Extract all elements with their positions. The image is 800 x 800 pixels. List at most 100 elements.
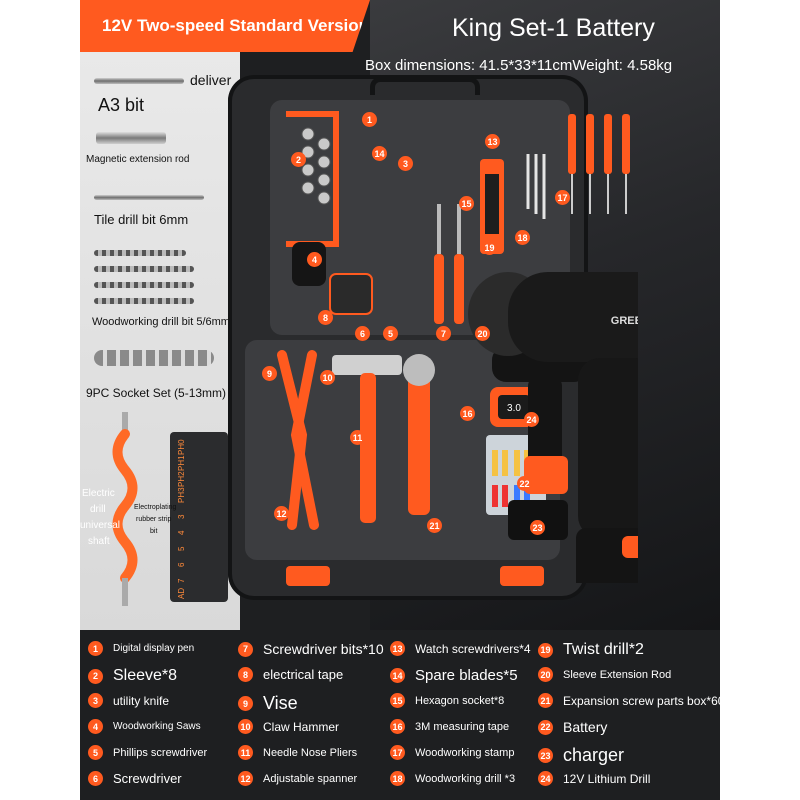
bit-strip-label: PH3 (177, 487, 186, 503)
legend-number: 6 (88, 771, 103, 786)
tile-bit-label: Tile drill bit 6mm (94, 212, 189, 227)
drill-brand-label: GREENER (611, 315, 638, 327)
legend-label: Screwdriver bits*10 (263, 641, 384, 657)
callout-17: 17 (555, 190, 570, 205)
case-latch-right (500, 566, 544, 586)
bit-strip-label: 7 (177, 578, 186, 583)
bit-strip-label: PH1 (177, 455, 186, 471)
rubber-label-3: bit (150, 528, 158, 535)
legend-label: charger (563, 745, 625, 765)
legend-number: 22 (538, 719, 553, 735)
legend-number: 11 (238, 745, 253, 760)
legend-number: 15 (390, 693, 405, 708)
wood-bit-1 (94, 250, 186, 256)
shaft-label-1: Electric (82, 488, 115, 499)
callout-16: 16 (460, 406, 475, 421)
bit-strip-label: PH2 (177, 471, 186, 487)
legend-number: 9 (238, 696, 253, 711)
legend-number: 5 (88, 745, 103, 760)
legend-item-15: 15 Hexagon socket*8 (390, 693, 504, 708)
universal-shaft-image (112, 412, 138, 606)
legend-label: Phillips screwdriver (113, 746, 208, 759)
watch-screwdrivers-image (568, 114, 630, 214)
legend-number: 8 (238, 667, 253, 682)
callout-22: 22 (517, 476, 532, 491)
legend-label: Watch screwdrivers*4 (415, 641, 531, 656)
legend-label: electrical tape (263, 667, 344, 682)
legend-item-5: 5 Phillips screwdriver (88, 745, 207, 760)
legend-item-18: 18 Woodworking drill *3 (390, 771, 515, 786)
legend-number: 18 (390, 771, 405, 786)
legend-number: 14 (390, 668, 405, 683)
callout-8: 8 (318, 310, 333, 325)
callout-19: 19 (482, 240, 497, 255)
callout-23: 23 (530, 520, 545, 535)
bit-strip-label: 4 (177, 530, 186, 535)
case-handle (370, 77, 480, 95)
callout-14: 14 (372, 146, 387, 161)
legend-item-13: 13 Watch screwdrivers*4 (390, 641, 531, 656)
legend-number: 21 (538, 693, 553, 708)
legend-label: Digital display pen (113, 643, 195, 654)
legend-label: Expansion screw parts box*60 (563, 693, 720, 708)
bit-strip-label: PH0 (177, 439, 186, 455)
callout-1: 1 (362, 112, 377, 127)
bit-strip-label: 5 (177, 546, 186, 551)
callout-20: 20 (475, 326, 490, 341)
version-label: 12V Two-speed Standard Version (102, 16, 370, 35)
legend-label: Claw Hammer (263, 719, 340, 734)
wood-bit-label: Woodworking drill bit 5/6mm (92, 316, 230, 328)
legend-label: Sleeve Extension Rod (563, 668, 672, 681)
legend-label: Battery (563, 719, 608, 735)
legend-item-10: 10 Claw Hammer (238, 719, 339, 734)
callout-6: 6 (355, 326, 370, 341)
legend-number: 10 (238, 719, 253, 734)
deliver-bit-image (94, 78, 184, 84)
legend-label: 12V Lithium Drill (563, 771, 651, 786)
legend-label: Woodworking drill *3 (415, 772, 516, 785)
legend-label: utility knife (113, 693, 170, 708)
a3bit-label: A3 bit (98, 95, 145, 115)
shaft-label-3: universal (80, 520, 121, 531)
legend-number: 12 (238, 771, 253, 786)
legend-label: Spare blades*5 (415, 667, 518, 684)
callout-24: 24 (524, 412, 539, 427)
callout-21: 21 (427, 518, 442, 533)
legend-number: 13 (390, 641, 405, 656)
callout-2: 2 (291, 152, 306, 167)
legend-label: Needle Nose Pliers (263, 746, 358, 759)
legend-number: 16 (390, 719, 405, 734)
callout-12: 12 (274, 506, 289, 521)
legend-item-14: 14 Spare blades*5 (390, 667, 518, 684)
base-tools-image: 3.0 (277, 350, 546, 530)
wood-bit-4 (94, 298, 194, 304)
tile-bit-image (94, 195, 204, 200)
callout-10: 10 (320, 370, 335, 385)
legend-number: 1 (88, 641, 103, 656)
legend-label: Twist drill*2 (563, 641, 644, 658)
legend-label: 3M measuring tape (415, 720, 510, 733)
legend-label: Hexagon socket*8 (415, 694, 505, 707)
case-latch-left (286, 566, 330, 586)
legend-number: 4 (88, 719, 103, 734)
legend-number: 2 (88, 668, 103, 684)
legend-item-8: 8 electrical tape (238, 667, 343, 682)
legend-item-1: 1 Digital display pen (88, 641, 194, 656)
legend-item-11: 11 Needle Nose Pliers (238, 745, 357, 760)
legend-item-22: 22 Battery (538, 719, 607, 735)
legend-number: 24 (538, 771, 553, 786)
